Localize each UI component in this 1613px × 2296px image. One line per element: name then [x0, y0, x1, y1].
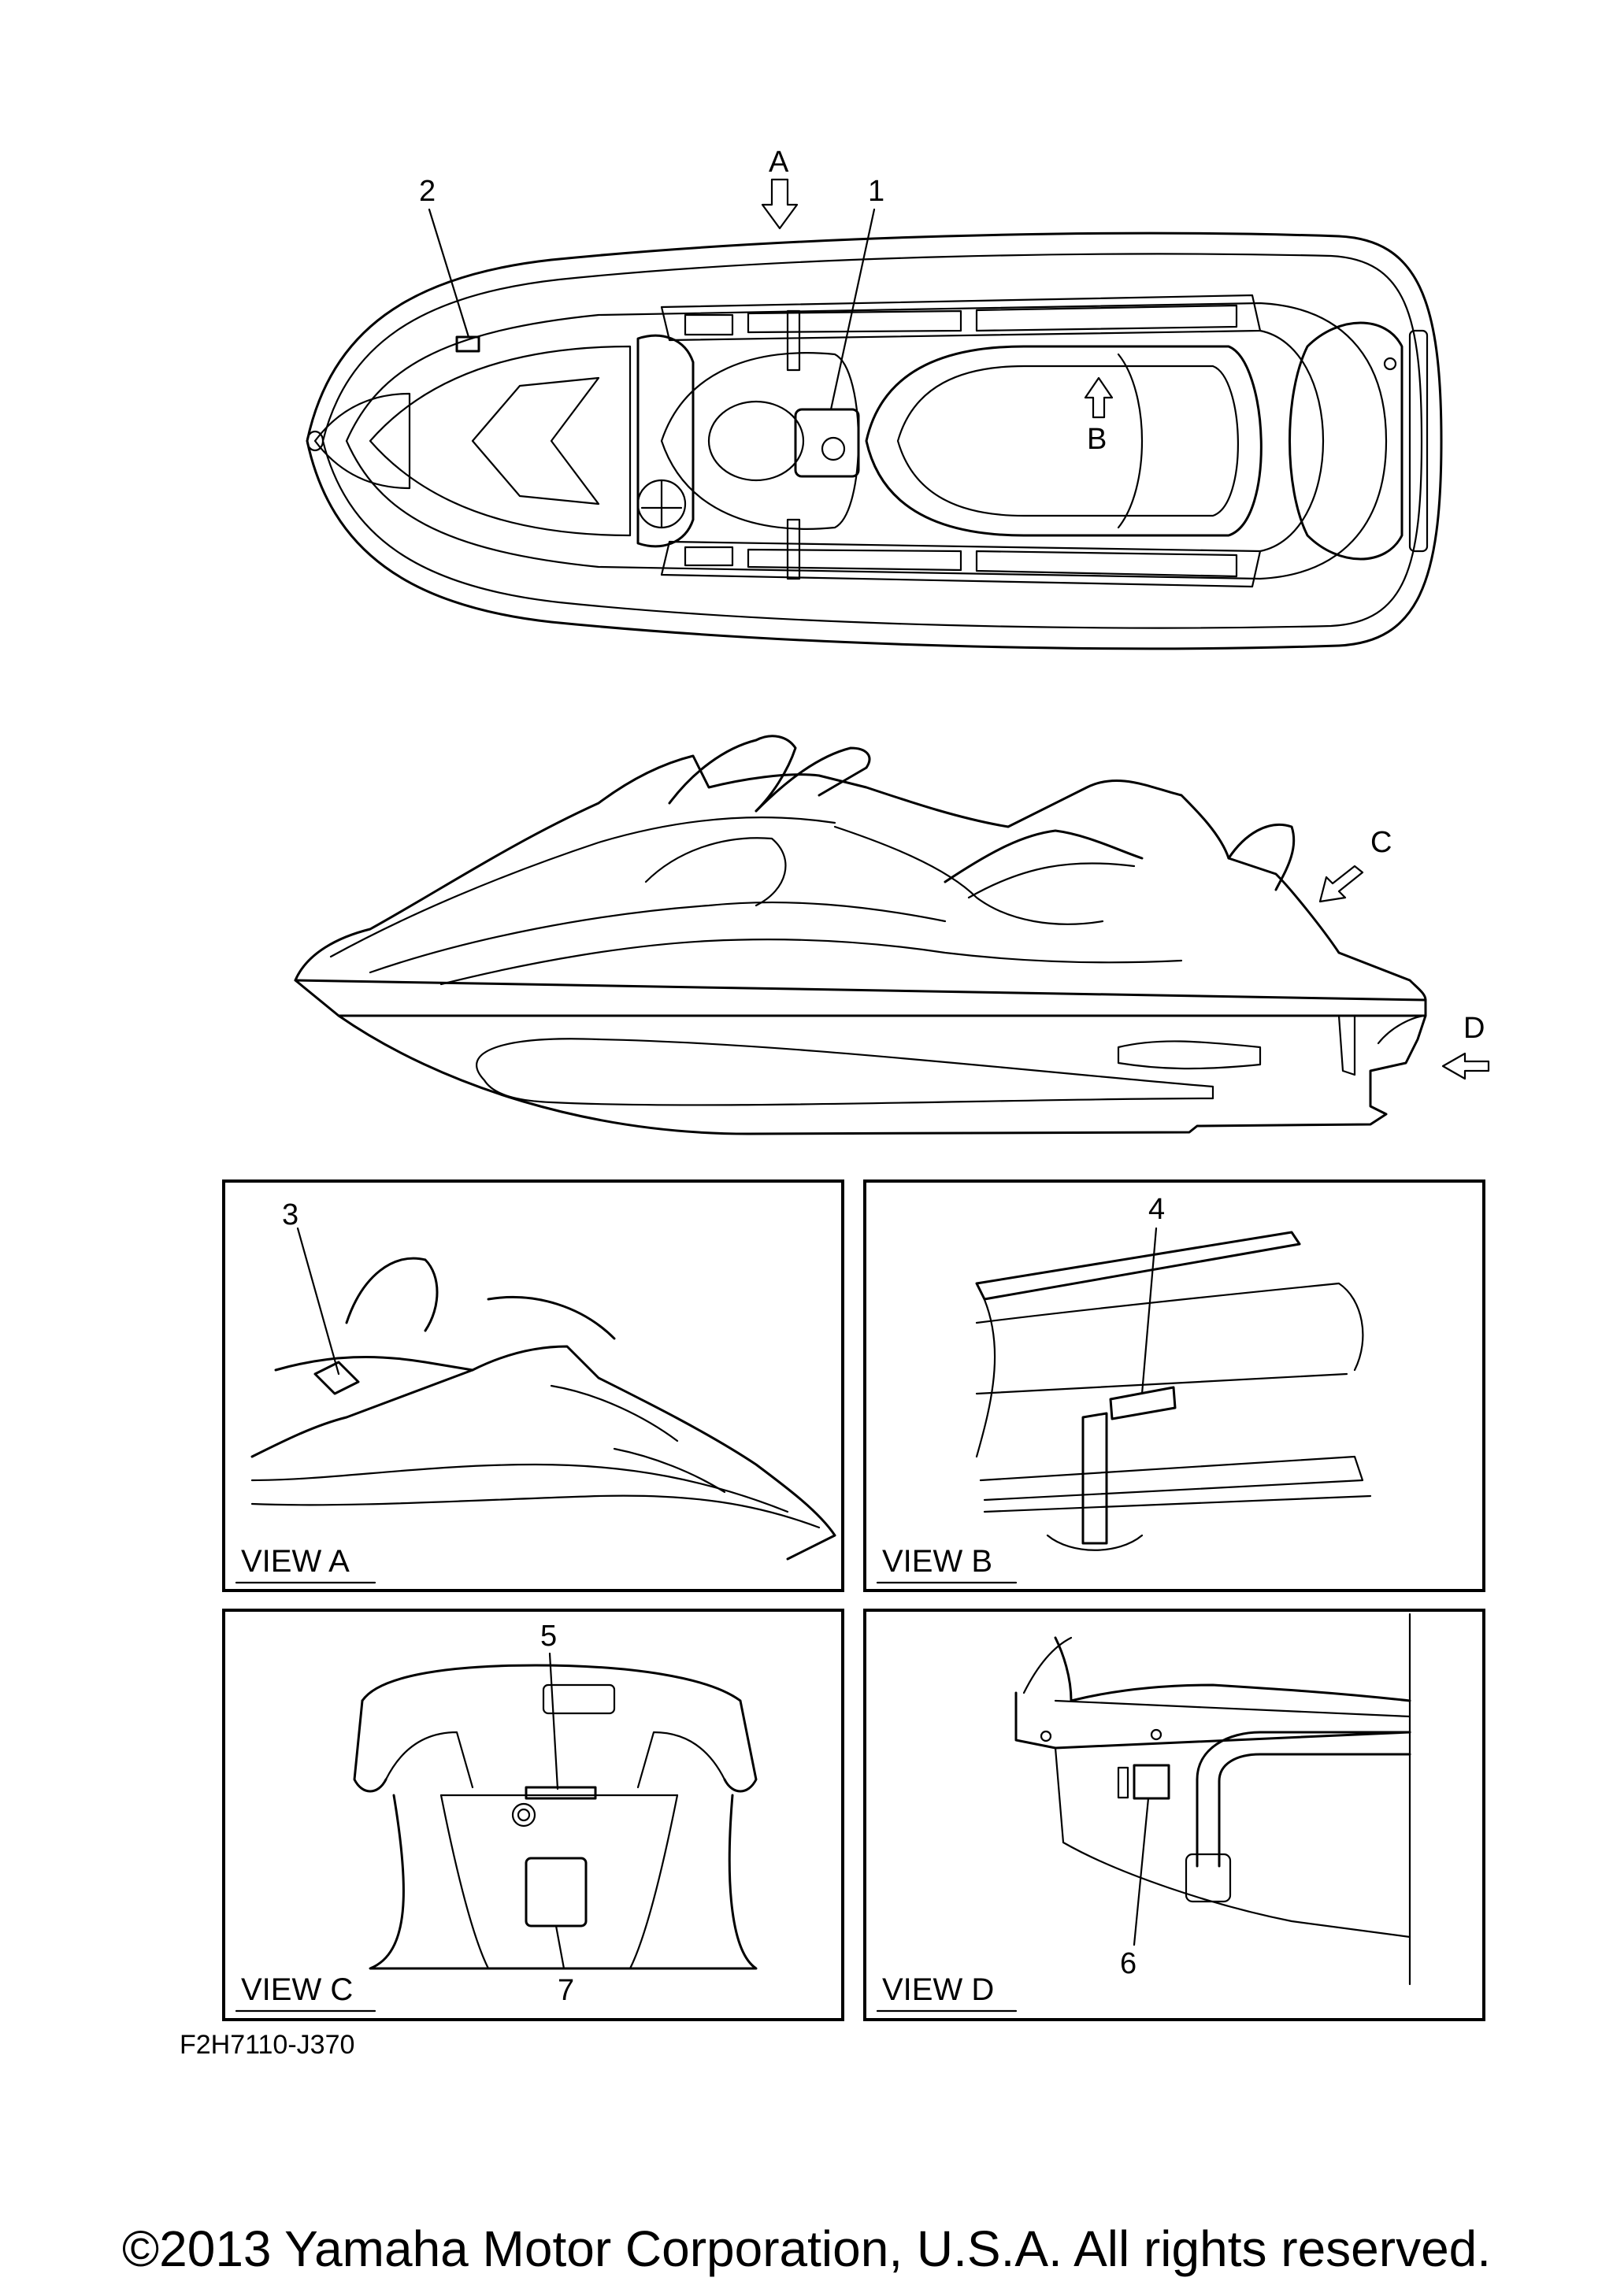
copyright-notice: ©2013 Yamaha Motor Corporation, U.S.A. A…: [122, 2220, 1491, 2277]
view-c-panel: [222, 1609, 844, 2021]
view-c-label: VIEW C: [241, 1972, 353, 2007]
side-view-watercraft: [294, 735, 1490, 1135]
callout-7: 7: [558, 1974, 574, 2007]
view-a-panel: [222, 1179, 844, 1592]
callout-4: 4: [1148, 1193, 1165, 1226]
view-arrow-label-c: C: [1370, 826, 1392, 859]
callout-1: 1: [868, 175, 884, 208]
view-b-label: VIEW B: [882, 1544, 992, 1579]
view-a-label: VIEW A: [241, 1544, 350, 1579]
top-view-watercraft: [306, 178, 1443, 650]
diagram-code: F2H7110-J370: [180, 2030, 354, 2060]
view-arrow-label-a: A: [769, 146, 789, 179]
view-b-panel: [863, 1179, 1485, 1592]
callout-6: 6: [1120, 1947, 1137, 1980]
view-arrow-label-d: D: [1463, 1012, 1485, 1045]
view-arrow-label-b: B: [1087, 423, 1107, 456]
view-d-label: VIEW D: [882, 1972, 994, 2007]
view-d-panel: [863, 1609, 1485, 2021]
callout-2: 2: [419, 175, 436, 208]
callout-5: 5: [540, 1620, 557, 1653]
callout-3: 3: [282, 1198, 298, 1231]
